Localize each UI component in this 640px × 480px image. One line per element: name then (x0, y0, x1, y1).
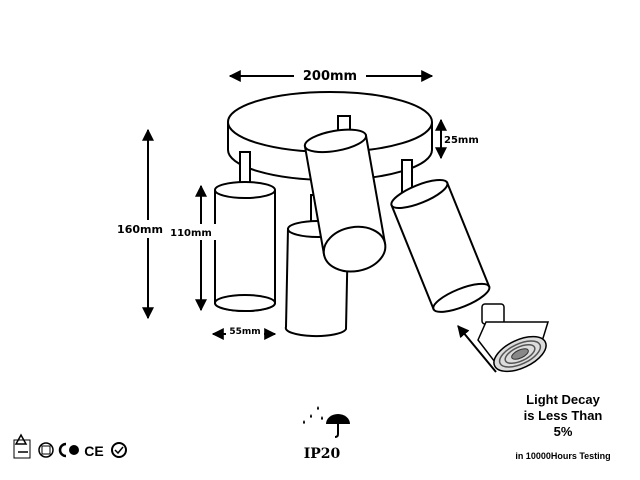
bulb-arrow (457, 325, 497, 373)
bulb-icon (477, 303, 550, 373)
light-decay-note: Light Decay is Less Than 5% (500, 392, 626, 440)
note-line-3: 5% (553, 424, 573, 439)
dim-diameter-label: 55mm (229, 327, 260, 337)
ce-mark-icon: CE (84, 443, 103, 459)
note-line-1: Light Decay (526, 392, 600, 407)
ip-rating: IP20 (304, 446, 341, 462)
spot-shade-top (303, 128, 387, 273)
note-line-2: is Less Than (523, 408, 603, 423)
weee-icon (38, 442, 54, 458)
note-line-4: in 10000Hours Testing (515, 451, 611, 461)
dim-height-label: 160mm (117, 223, 163, 236)
tuv-icon (111, 442, 127, 458)
recycle-icon (13, 433, 31, 459)
dim-plate-label: 25mm (444, 135, 479, 146)
gs-mark-icon (58, 442, 79, 458)
spot-shade-right (390, 179, 491, 313)
spot-shade-left (214, 181, 276, 312)
rain-umbrella-icon (303, 406, 350, 438)
stem-left (239, 151, 251, 185)
dim-width-label: 200mm (303, 69, 357, 84)
dim-shade-label: 110mm (170, 228, 212, 239)
